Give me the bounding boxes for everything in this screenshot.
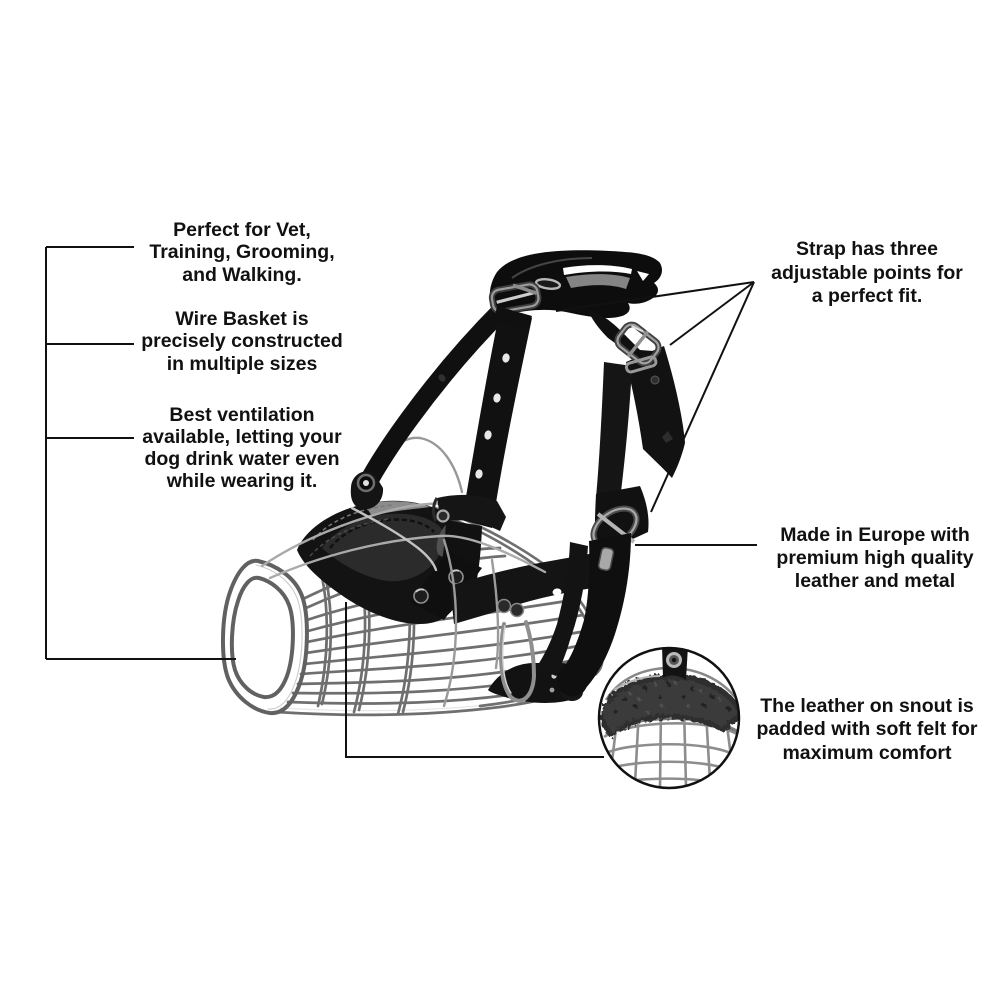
svg-text:precisely constructed: precisely constructed bbox=[141, 330, 343, 352]
svg-text:padded with soft felt for: padded with soft felt for bbox=[757, 718, 978, 740]
svg-text:Wire Basket is: Wire Basket is bbox=[175, 308, 308, 330]
svg-text:dog drink water even: dog drink water even bbox=[144, 448, 339, 470]
svg-text:a perfect fit.: a perfect fit. bbox=[812, 285, 923, 307]
svg-text:Perfect for Vet,: Perfect for Vet, bbox=[173, 219, 311, 241]
svg-text:Training, Grooming,: Training, Grooming, bbox=[149, 241, 334, 263]
svg-text:Best ventilation: Best ventilation bbox=[169, 404, 314, 426]
svg-text:Strap has three: Strap has three bbox=[796, 238, 938, 260]
svg-text:Made in Europe with: Made in Europe with bbox=[780, 524, 970, 546]
svg-text:while wearing it.: while wearing it. bbox=[166, 470, 318, 492]
svg-text:The leather on snout is: The leather on snout is bbox=[760, 695, 974, 717]
svg-text:in multiple sizes: in multiple sizes bbox=[167, 353, 318, 375]
svg-text:leather and metal: leather and metal bbox=[795, 570, 955, 592]
svg-text:available, letting your: available, letting your bbox=[142, 426, 342, 448]
svg-text:adjustable points for: adjustable points for bbox=[771, 262, 963, 284]
svg-text:maximum comfort: maximum comfort bbox=[782, 742, 952, 764]
svg-text:and Walking.: and Walking. bbox=[182, 264, 302, 286]
svg-text:premium high quality: premium high quality bbox=[776, 547, 973, 569]
